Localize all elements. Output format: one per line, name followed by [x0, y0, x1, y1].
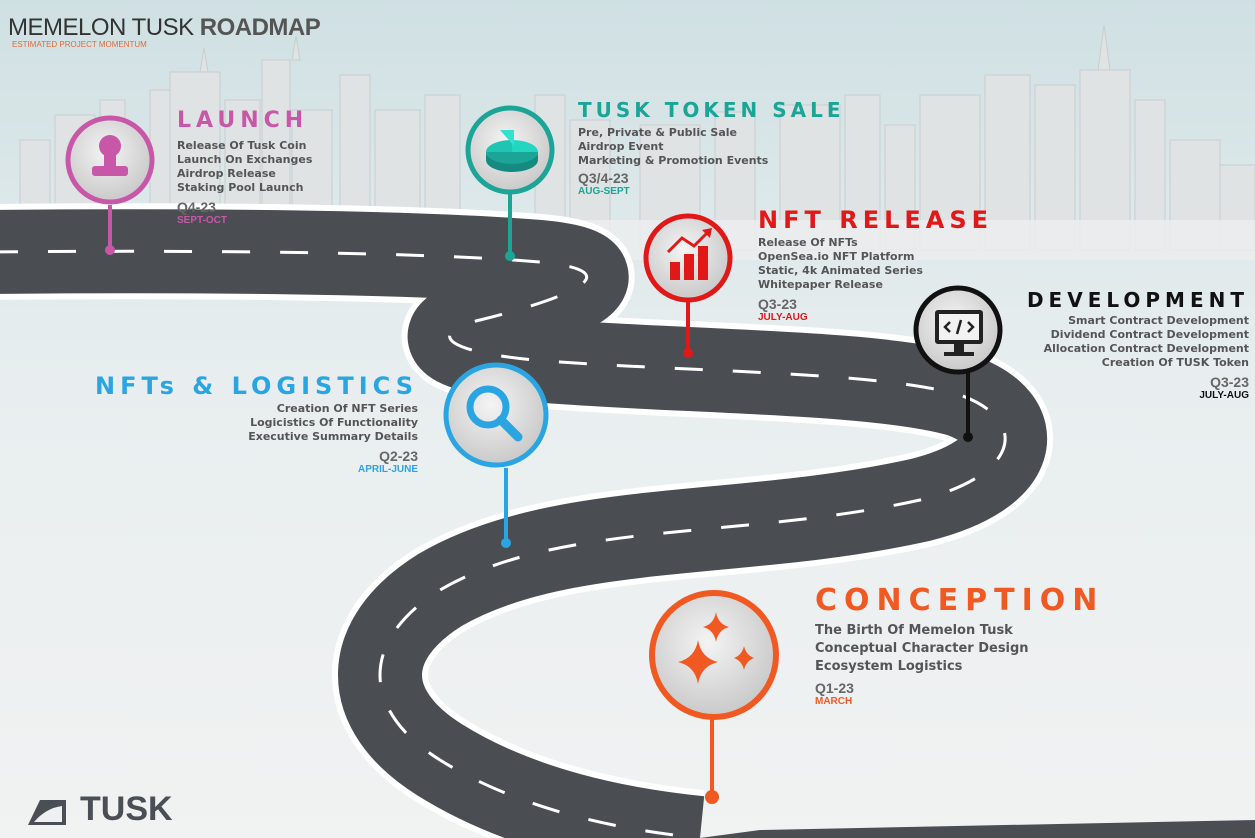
sale-items: Pre, Private & Public Sale Airdrop Event…: [578, 126, 845, 168]
list-item: Whitepaper Release: [758, 278, 883, 291]
list-item: Staking Pool Launch: [177, 181, 304, 194]
list-item: Allocation Contract Development: [1043, 342, 1249, 355]
list-item: Launch On Exchanges: [177, 153, 313, 166]
conception-title: CONCEPTION: [815, 583, 1105, 618]
sale-months: AUG-SEPT: [578, 186, 630, 197]
logistics-months: APRIL-JUNE: [357, 464, 418, 475]
sparkles-icon: [678, 612, 754, 684]
magnifier-icon: [466, 385, 523, 442]
pie-chart-icon: [486, 130, 538, 172]
sale-marker: [465, 105, 555, 261]
logistics-period: Q2-23: [379, 448, 418, 464]
page-subtitle: ESTIMATED PROJECT MOMENTUM: [12, 40, 147, 49]
list-item: Static, 4k Animated Series: [758, 264, 923, 277]
winding-road: [0, 203, 1255, 838]
page-title: MEMELON TUSK ROADMAP: [8, 14, 321, 42]
dev-items: Smart Contract Development Dividend Cont…: [1027, 314, 1249, 370]
launch-period: Q4-23: [177, 199, 216, 215]
conception-marker: [649, 590, 779, 804]
conception-period: Q1-23: [815, 680, 854, 696]
list-item: Ecosystem Logistics: [815, 659, 963, 674]
list-item: Airdrop Release: [177, 167, 276, 180]
logistics-items: Creation Of NFT Series Logicistics Of Fu…: [95, 402, 418, 444]
list-item: Executive Summary Details: [248, 430, 418, 443]
conception-block: CONCEPTION The Birth Of Memelon Tusk Con…: [815, 583, 1104, 707]
list-item: Creation Of NFT Series: [276, 402, 418, 415]
logistics-block: NFTs & LOGISTICS Creation Of NFT Series …: [95, 372, 418, 475]
logistics-marker: [443, 362, 549, 548]
growth-chart-icon: [666, 228, 712, 280]
dev-title: DEVELOPMENT: [1026, 288, 1249, 312]
title-plain: MEMELON TUSK: [8, 14, 194, 41]
list-item: Dividend Contract Development: [1050, 328, 1249, 341]
nft-items: Release Of NFTs OpenSea.io NFT Platform …: [758, 236, 993, 292]
list-item: Pre, Private & Public Sale: [578, 126, 738, 139]
code-monitor-icon: [935, 310, 983, 356]
user-stamp-icon: [92, 135, 128, 176]
conception-items: The Birth Of Memelon Tusk Conceptual Cha…: [815, 622, 1104, 676]
dev-block: DEVELOPMENT Smart Contract Development D…: [1027, 288, 1249, 401]
title-bold: ROADMAP: [199, 14, 321, 41]
nft-title: NFT RELEASE: [758, 206, 994, 234]
launch-marker: [65, 115, 155, 255]
sale-block: TUSK TOKEN SALE Pre, Private & Public Sa…: [578, 98, 845, 197]
sale-title: TUSK TOKEN SALE: [578, 98, 845, 122]
list-item: Release Of Tusk Coin: [177, 139, 307, 152]
list-item: Airdrop Event: [578, 140, 664, 153]
logistics-title: NFTs & LOGISTICS: [95, 372, 418, 400]
list-item: The Birth Of Memelon Tusk: [815, 623, 1013, 638]
list-item: Marketing & Promotion Events: [578, 154, 769, 167]
list-item: Creation Of TUSK Token: [1101, 356, 1249, 369]
launch-months: SEPT-OCT: [177, 215, 228, 226]
launch-title: LAUNCH: [177, 108, 309, 133]
conception-months: MARCH: [815, 696, 853, 707]
list-item: Conceptual Character Design: [815, 641, 1029, 656]
brand-name: TUSK: [80, 790, 173, 828]
nft-months: JULY-AUG: [758, 312, 808, 323]
dev-marker: [913, 285, 1003, 442]
launch-block: LAUNCH Release Of Tusk Coin Launch On Ex…: [177, 108, 312, 226]
list-item: Logicistics Of Functionality: [250, 416, 418, 429]
nft-block: NFT RELEASE Release Of NFTs OpenSea.io N…: [758, 206, 993, 323]
list-item: Smart Contract Development: [1068, 314, 1249, 327]
launch-items: Release Of Tusk Coin Launch On Exchanges…: [177, 139, 312, 195]
nft-period: Q3-23: [758, 296, 797, 312]
sale-period: Q3/4-23: [578, 170, 629, 186]
tusk-logo-icon: [28, 800, 66, 825]
list-item: Release Of NFTs: [758, 236, 858, 249]
list-item: OpenSea.io NFT Platform: [758, 250, 915, 263]
nft-marker: [643, 213, 733, 358]
dev-period: Q3-23: [1210, 374, 1249, 390]
dev-months: JULY-AUG: [1199, 390, 1249, 401]
